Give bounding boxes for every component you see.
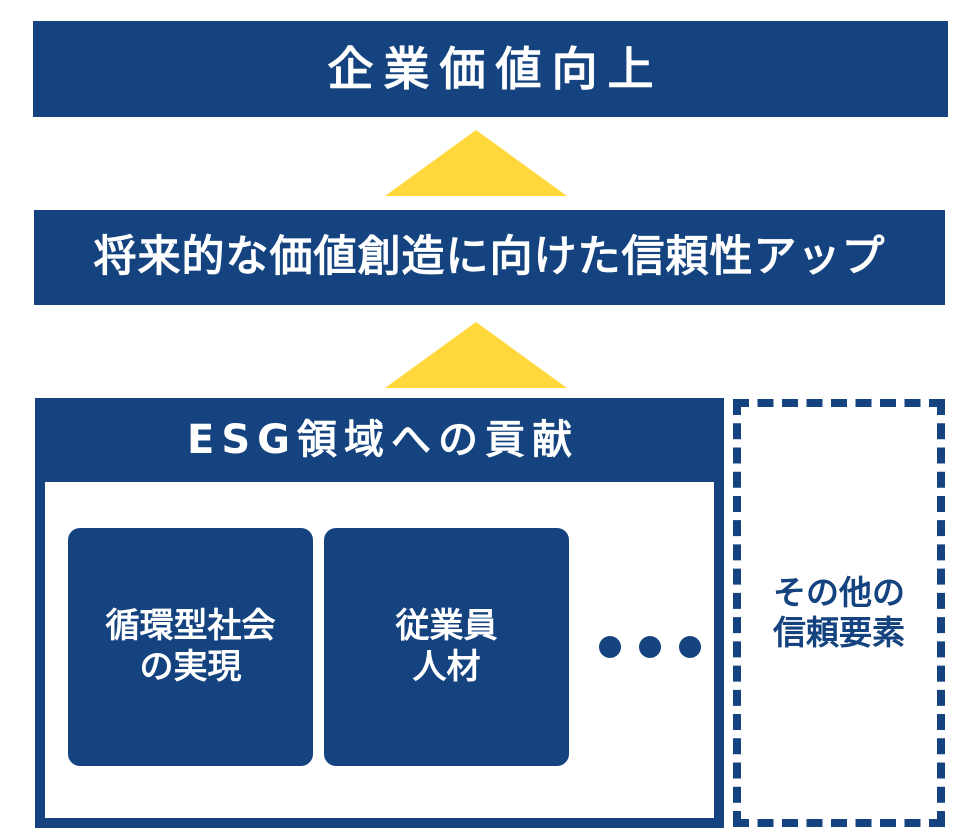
ellipsis-dot-1 (599, 636, 621, 658)
other-trust-factors-line2: 信頼要素 (773, 613, 905, 652)
esg-header: ESG領域への貢献 (35, 398, 724, 482)
other-trust-factors-line1: その他の (773, 572, 905, 612)
esg-card-employees-talent-line1: 従業員 (395, 605, 498, 646)
other-trust-factors-box[interactable]: その他の 信頼要素 (733, 399, 945, 827)
esg-card-circular-society-line1: 循環型社会 (105, 605, 276, 646)
esg-card-employees-talent[interactable]: 従業員 人材 (324, 528, 569, 766)
banner-future-trust: 将来的な価値創造に向けた信頼性アップ (34, 210, 945, 305)
esg-header-label: ESG領域への貢献 (187, 417, 579, 463)
esg-card-circular-society[interactable]: 循環型社会 の実現 (68, 528, 313, 766)
arrow-up-icon-trust-to-value (385, 130, 567, 196)
esg-card-circular-society-line2: の実現 (139, 647, 242, 687)
banner-corporate-value: 企業価値向上 (33, 21, 948, 117)
ellipsis-dot-3 (679, 636, 701, 658)
arrow-up-icon-esg-to-trust (385, 322, 567, 388)
esg-card-row: 循環型社会 の実現 従業員 人材 (68, 528, 714, 766)
ellipsis-dot-2 (639, 636, 661, 658)
banner-corporate-value-label: 企業価値向上 (327, 42, 664, 96)
banner-future-trust-label: 将来的な価値創造に向けた信頼性アップ (93, 232, 886, 282)
esg-card-employees-talent-line2: 人材 (412, 647, 481, 687)
ellipsis-icon (599, 636, 701, 658)
esg-inner-panel: 循環型社会 の実現 従業員 人材 (45, 482, 714, 818)
esg-contribution-block: ESG領域への貢献 循環型社会 の実現 従業員 人材 (35, 398, 724, 828)
